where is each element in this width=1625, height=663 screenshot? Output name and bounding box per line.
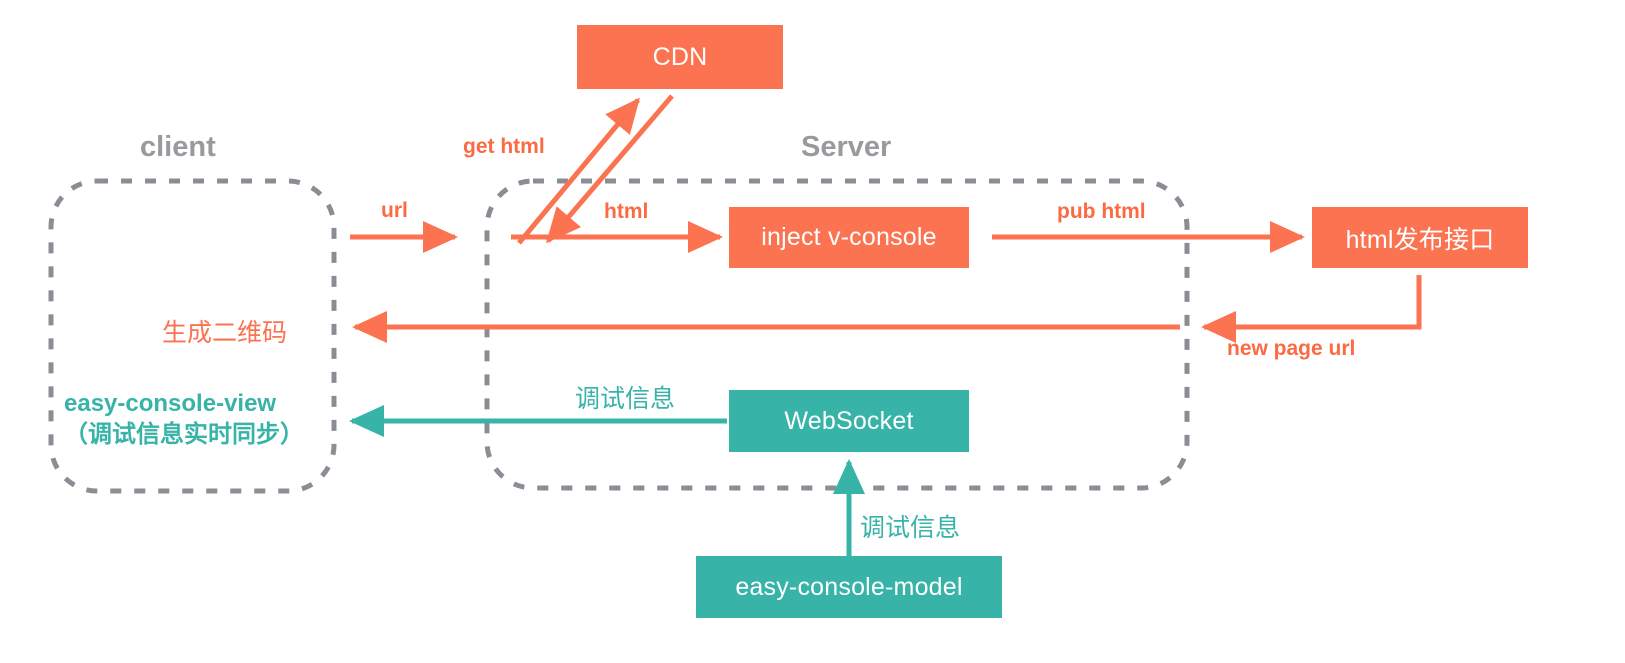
node-inject-v-console[interactable]: inject v-console bbox=[729, 207, 969, 268]
node-cdn[interactable]: CDN bbox=[577, 25, 783, 89]
client-note-line1: easy-console-view bbox=[64, 390, 277, 417]
edge-label-pub-html: pub html bbox=[1057, 200, 1146, 223]
node-html-publish-api[interactable]: html发布接口 bbox=[1312, 207, 1528, 268]
client-note-line2: （调试信息实时同步） bbox=[64, 420, 304, 448]
edge-label-generate-qrcode: 生成二维码 bbox=[162, 319, 288, 347]
edge-label-debug-info-websocket: 调试信息 bbox=[575, 385, 676, 413]
arrow-new-page-url bbox=[1201, 275, 1422, 344]
node-easy-console-model[interactable]: easy-console-model bbox=[696, 556, 1002, 618]
edge-label-url: url bbox=[381, 199, 408, 222]
edge-label-get-html: get html bbox=[463, 135, 545, 158]
node-websocket[interactable]: WebSocket bbox=[729, 390, 969, 452]
client-zone-title: client bbox=[140, 131, 216, 163]
server-zone-title: Server bbox=[801, 131, 892, 163]
client-note: easy-console-view （调试信息实时同步） bbox=[64, 389, 304, 450]
edge-label-debug-info-model: 调试信息 bbox=[860, 514, 961, 542]
edge-label-new-page-url: new page url bbox=[1227, 337, 1356, 360]
edge-label-html: html bbox=[604, 200, 649, 223]
